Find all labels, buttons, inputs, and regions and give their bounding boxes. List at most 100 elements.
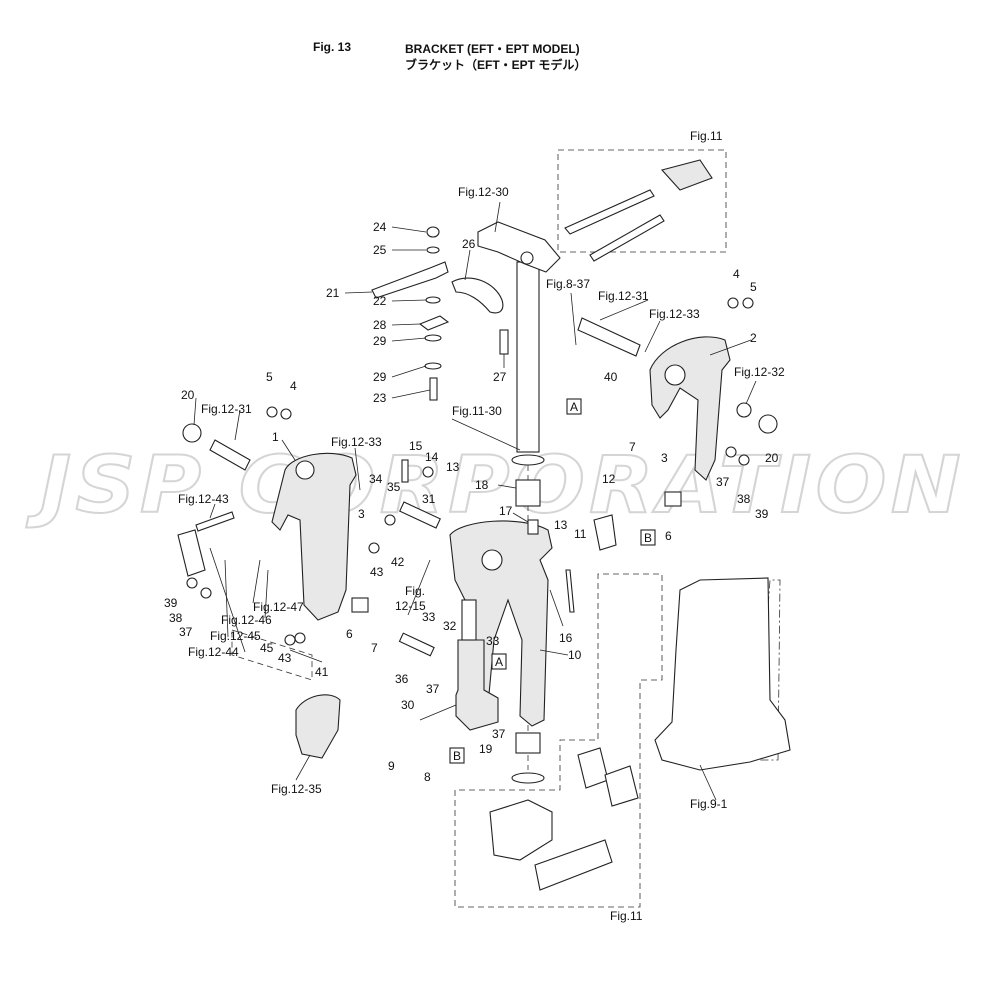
part-38-right: 38 [737, 492, 751, 506]
part-13a: 13 [446, 460, 460, 474]
fig-number: Fig. 13 [313, 40, 352, 54]
cylinder-rod [461, 599, 477, 641]
box-a-mid: A [495, 655, 503, 669]
tube-fig12-31-left [209, 439, 251, 471]
washer-43b [294, 632, 306, 644]
part-12: 12 [602, 472, 616, 486]
ref-fig11-bottom: Fig.11 [610, 909, 643, 923]
part-29a: 29 [373, 334, 387, 348]
part-37-mid: 37 [426, 682, 440, 696]
ref-fig12-46: Fig.12-46 [221, 613, 272, 627]
washer-25 [426, 246, 440, 254]
part-43b: 43 [278, 651, 292, 665]
ref-fig12-45: Fig.12-45 [210, 629, 261, 643]
ref-fig12-43: Fig.12-43 [178, 492, 229, 506]
washer-4-left [280, 408, 292, 420]
spring-16 [565, 569, 575, 613]
plate-28 [418, 315, 450, 331]
bracket-2-hole [664, 364, 686, 386]
ref-fig12-33-right: Fig.12-33 [649, 307, 700, 321]
box-a-mid-frame [491, 653, 507, 670]
arm-hole [520, 251, 534, 265]
collar-35 [384, 514, 396, 526]
part-45: 45 [260, 641, 274, 655]
tilt-cylinder-32 [455, 639, 499, 731]
part-20-right: 20 [765, 451, 779, 465]
washer-38-right [738, 454, 750, 466]
blocks2-fig11 [604, 765, 639, 807]
knob-20-left [182, 423, 202, 443]
washer-29b [424, 362, 442, 370]
ref-fig12-47: Fig.12-47 [253, 600, 304, 614]
fig11-top-box [557, 149, 727, 253]
part-6-right: 6 [665, 529, 672, 543]
part-33b: 33 [486, 634, 500, 648]
part-27: 27 [493, 370, 507, 384]
part-7-left: 7 [371, 641, 378, 655]
ref-fig12-35: Fig.12-35 [271, 782, 322, 796]
part-3-left: 3 [358, 507, 365, 521]
nut-5-right [742, 297, 754, 309]
engine-casing-fig9-1 [654, 577, 791, 771]
steering-shaft [516, 261, 540, 453]
box-b-top-frame [640, 529, 656, 546]
pin-36 [398, 632, 435, 657]
washer-38-left [186, 577, 198, 589]
part-32: 32 [443, 619, 457, 633]
box-b-bottom-frame [449, 747, 465, 764]
pad-fig11 [534, 839, 613, 891]
part-6-left: 6 [346, 627, 353, 641]
part-19: 19 [479, 742, 493, 756]
part-33a: 33 [422, 610, 436, 624]
part-11: 11 [574, 527, 587, 541]
part-36: 36 [395, 672, 409, 686]
part-25: 25 [373, 243, 387, 257]
part-37-left: 37 [179, 625, 193, 639]
part-21: 21 [326, 286, 340, 300]
pin-15 [401, 459, 409, 483]
block-6-left [351, 597, 369, 613]
leader-lines [193, 201, 757, 801]
spring-fig12-43 [195, 511, 235, 532]
part-24: 24 [373, 220, 387, 234]
ref-fig12-31-left: Fig.12-31 [201, 402, 252, 416]
box-a-top-frame [566, 398, 582, 415]
washer-shaft-top [511, 454, 545, 466]
link-rod2-fig11 [589, 214, 665, 262]
ref-fig12-30: Fig.12-30 [458, 185, 509, 199]
ref-fig11-top: Fig.11 [690, 129, 723, 143]
watermark: JSP CORPORATION [26, 441, 965, 531]
bolt-37-left [200, 587, 212, 599]
part-15: 15 [409, 439, 423, 453]
steering-arm [477, 221, 561, 273]
nut-fig12-32 [736, 402, 752, 418]
part-43a: 43 [370, 565, 384, 579]
clamp-fig11 [489, 799, 553, 861]
washer-14 [422, 466, 434, 478]
washer-4-right [727, 297, 739, 309]
diagram-title-japanese: ブラケット（EFT・EPT モデル） [405, 58, 587, 72]
part-13b: 13 [554, 518, 568, 532]
part-39-right: 39 [755, 507, 769, 521]
ref-fig12-15-line1: Fig. [405, 584, 425, 598]
ref-fig12-44: Fig.12-44 [188, 645, 239, 659]
nut-24 [426, 226, 440, 238]
tilt-tube-fig12-31 [577, 317, 641, 357]
bushing-18 [515, 479, 541, 507]
part-1: 1 [272, 430, 279, 444]
plate-fig12-44 [177, 529, 206, 577]
part-9: 9 [388, 759, 395, 773]
kit-41-box [231, 629, 313, 681]
blocks-fig11 [577, 747, 609, 789]
part-37-bottom: 37 [492, 727, 506, 741]
box-b-top: B [644, 531, 652, 545]
bracket-1 [271, 452, 357, 621]
swivel-hole [481, 549, 503, 571]
diagram-title: BRACKET (EFT・EPT MODEL) [405, 42, 580, 56]
part-41: 41 [315, 665, 329, 679]
part-28: 28 [373, 318, 387, 332]
part-26: 26 [462, 237, 476, 251]
part-18: 18 [475, 478, 489, 492]
collar-45 [284, 634, 296, 646]
